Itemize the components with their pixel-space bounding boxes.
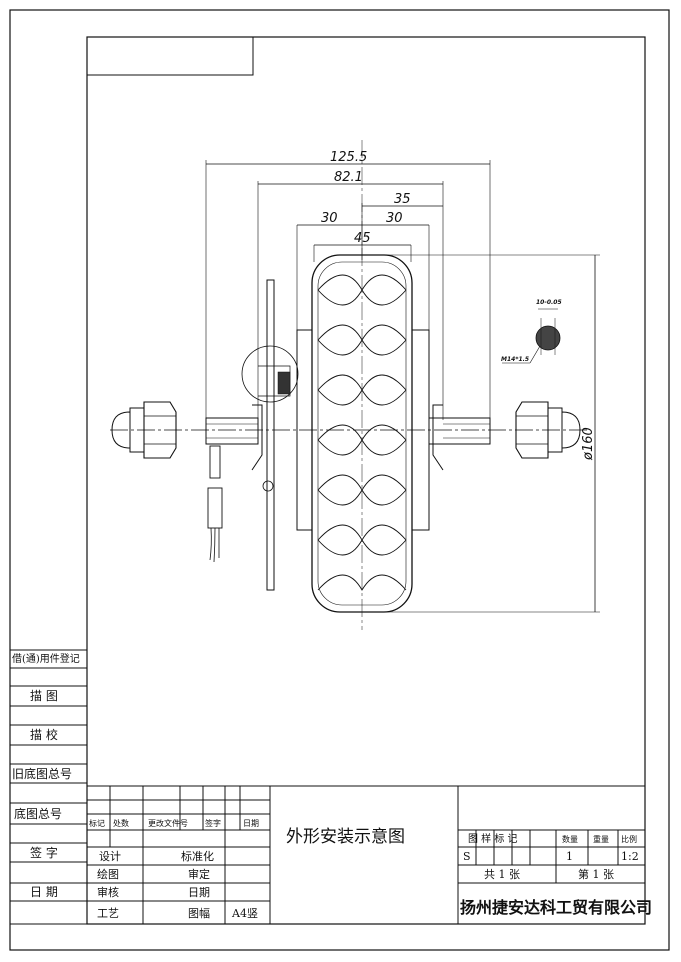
title-block: 标记 处数 更改文件号 签字 日期 设计 绘图 审核 工艺 标准化 审定 日期 … [87, 785, 652, 924]
top-corner-box [86, 36, 254, 76]
sheet-size: A4竖 [231, 907, 258, 920]
drawing-frame [86, 36, 646, 925]
axle-section-detail: 10-0.05 M14*1.5 [501, 299, 562, 364]
dim-thread: M14*1.5 [501, 356, 529, 363]
dim-overall-width: 125.5 [330, 150, 367, 165]
scale-value: 1:2 [621, 850, 639, 863]
right-nut [515, 401, 581, 459]
company-name: 扬州捷安达科工贸有限公司 [460, 898, 652, 917]
mid-label: 图幅 [188, 907, 210, 920]
dim-axle-span: 82.1 [334, 170, 363, 185]
register-label: 描 校 [30, 727, 58, 742]
motor-drawing: 125.5 82.1 35 30 30 45 ø160 [110, 140, 600, 630]
sheet-number: 第 1 张 [578, 867, 614, 881]
drawing-title: 外形安装示意图 [286, 827, 405, 847]
register-label: 描 图 [30, 689, 58, 703]
detail-circle [241, 345, 299, 403]
header-label: 日期 [243, 819, 259, 828]
left-nut [111, 401, 177, 459]
dim-tire-width: 45 [354, 231, 371, 246]
right-header: 重量 [593, 834, 609, 844]
cable [207, 445, 223, 563]
dim-left-half: 30 [321, 211, 338, 226]
register-label: 日 期 [30, 885, 58, 899]
dim-flat-tolerance: 10-0.05 [536, 299, 562, 306]
row-label: 审核 [97, 885, 119, 899]
mid-label: 标准化 [181, 849, 214, 863]
mid-label: 日期 [188, 886, 210, 899]
mark-value: S [463, 850, 471, 863]
sheet-border [9, 9, 670, 951]
dim-right-offset: 35 [394, 192, 411, 207]
total-sheets: 共 1 张 [484, 868, 520, 881]
register-label: 签 字 [30, 845, 58, 860]
header-label: 处数 [113, 818, 129, 828]
header-label: 标记 [89, 818, 105, 828]
row-label: 设计 [99, 850, 121, 863]
register-label: 底图总号 [14, 806, 62, 821]
row-label: 工艺 [97, 907, 119, 920]
quantity-value: 1 [566, 850, 573, 863]
right-header: 数量 [562, 834, 578, 844]
mid-label: 审定 [188, 867, 210, 881]
dim-diameter: ø160 [581, 427, 596, 461]
register-label: 旧底图总号 [12, 766, 72, 781]
dim-right-half: 30 [386, 211, 403, 226]
right-header: 图 样 标 记 [468, 832, 518, 845]
header-label: 签字 [205, 818, 221, 828]
left-register-column: 借(通)用件登记 描 图 描 校 旧底图总号 底图总号 签 字 日 期 [10, 649, 87, 925]
register-label: 借(通)用件登记 [12, 652, 80, 665]
header-label: 更改文件号 [148, 818, 188, 828]
right-header: 比例 [621, 834, 637, 844]
row-label: 绘图 [97, 867, 119, 881]
